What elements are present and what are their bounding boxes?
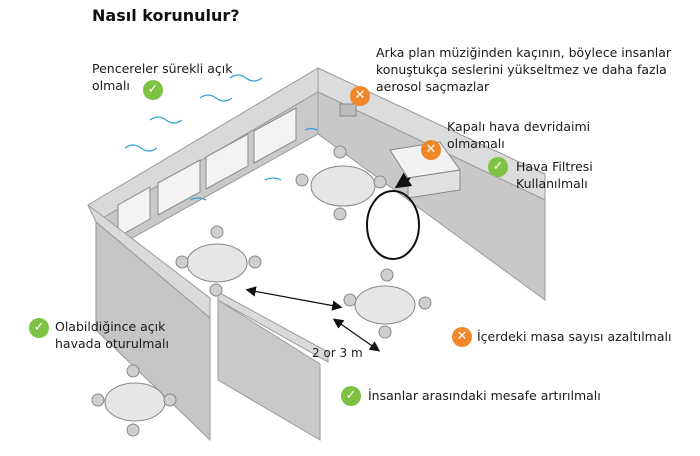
- tables: [104, 165, 416, 422]
- note-music: Arka plan müziğinden kaçının, böylece in…: [376, 45, 672, 94]
- cross-icon: ✕: [350, 86, 370, 106]
- check-icon: ✓: [29, 318, 49, 338]
- recirculation-loop: [366, 190, 420, 260]
- speaker: [339, 103, 357, 117]
- cross-icon: ✕: [421, 140, 441, 160]
- check-icon: ✓: [341, 386, 361, 406]
- cross-icon: ✕: [452, 327, 472, 347]
- note-outdoor: Olabildiğince açık havada oturulmalı: [55, 319, 169, 351]
- check-icon: ✓: [143, 80, 163, 100]
- front-left-wall: [87, 204, 211, 442]
- seated-people: [91, 145, 432, 437]
- distance-label: 2 or 3 m: [312, 346, 363, 360]
- page-title: Nasıl korunulur?: [92, 6, 240, 25]
- note-distance: İnsanlar arasındaki mesafe artırılmalı: [368, 388, 601, 403]
- airflow-lines: [124, 74, 318, 201]
- air-filter-unit: [389, 141, 461, 199]
- note-filter: Hava Filtresi Kullanılmalı: [516, 159, 593, 191]
- distance-arrows: [245, 286, 381, 352]
- front-wall: [217, 291, 329, 441]
- note-recirculation: Kapalı hava devridaimi olmamalı: [447, 119, 591, 151]
- windows: [117, 107, 297, 238]
- check-icon: ✓: [488, 157, 508, 177]
- note-windows: Pencereler sürekli açık olmalı: [92, 61, 233, 93]
- note-tables: İçerdeki masa sayısı azaltılmalı: [477, 329, 672, 344]
